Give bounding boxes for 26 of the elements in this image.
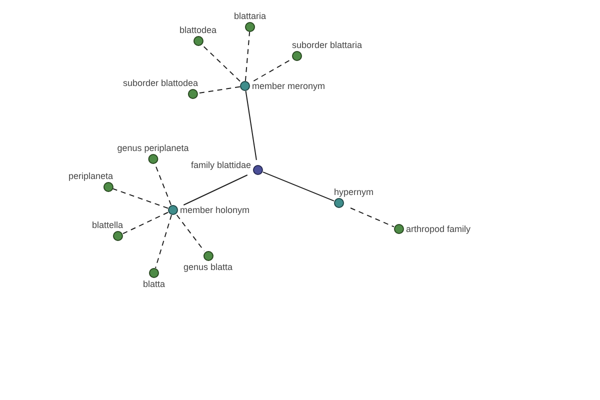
node-label: blattella <box>92 220 123 230</box>
connector-line <box>350 208 394 228</box>
node-label: suborder blattodea <box>122 78 198 88</box>
node-label: blattodea <box>179 25 217 35</box>
node-label: suborder blattaria <box>292 40 362 50</box>
node-label: hypernym <box>334 187 374 197</box>
node-label: blattaria <box>234 11 266 21</box>
node-label: blatta <box>142 279 166 289</box>
connector-line <box>122 212 168 234</box>
connector-line <box>176 214 205 252</box>
node-label: family blattidae <box>190 160 251 170</box>
connector-line <box>262 172 334 202</box>
node-label: arthropod family <box>406 224 471 234</box>
node-label: genus periplaneta <box>117 143 189 153</box>
node-label: member meronym <box>252 81 326 91</box>
connector-line <box>202 46 240 82</box>
connector-line <box>112 188 168 209</box>
node-label: member holonym <box>180 205 250 215</box>
node-label: genus blatta <box>183 262 233 272</box>
connector-line <box>198 86 240 94</box>
node-label: periplaneta <box>68 171 113 181</box>
connector-line <box>155 214 172 268</box>
connector-line <box>183 174 248 206</box>
connector-line <box>253 58 292 82</box>
connector-line <box>244 32 250 82</box>
connector-line <box>245 90 257 160</box>
